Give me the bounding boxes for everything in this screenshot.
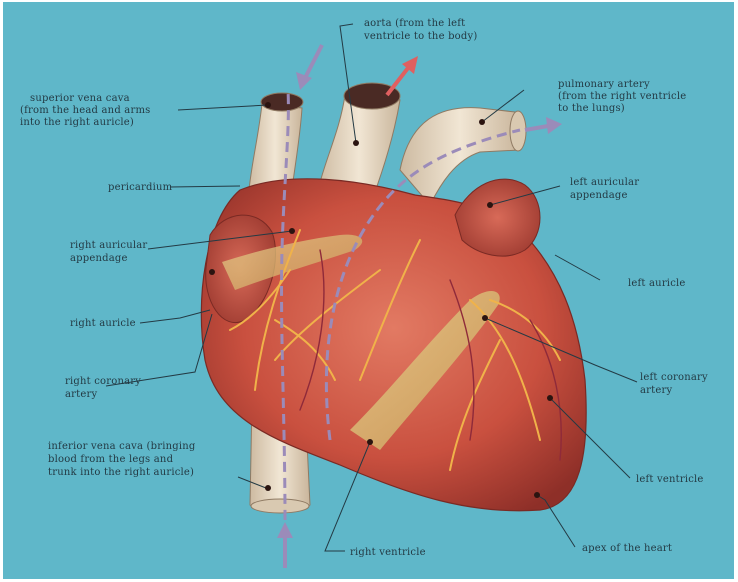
label-apex-line-1: apex of the heart (582, 543, 672, 554)
label-pulmonary-artery-line-2: (from the right ventricle (558, 91, 686, 102)
label-pulmonary-artery-line-3: to the lungs) (558, 103, 625, 114)
label-left-auricular-appendage: left auricular appendage (570, 177, 643, 201)
label-pulmonary-artery-line-1: pulmonary artery (558, 79, 650, 90)
label-right-auricular-appendage-line-2: appendage (70, 253, 128, 264)
pulmonary-outflow-arrow (525, 117, 562, 134)
aorta-outflow-arrow (387, 56, 418, 95)
label-inferior-vena-cava-line-1: inferior vena cava (bringing (48, 441, 196, 452)
label-right-auricular-appendage-line-1: right auricular (70, 240, 147, 251)
label-right-coronary-artery: right coronary artery (65, 376, 144, 400)
inferior-vena-cava-opening (251, 499, 309, 513)
label-left-ventricle-line-1: left ventricle (636, 474, 704, 485)
label-right-ventricle-line-1: right ventricle (350, 547, 426, 558)
label-pericardium: pericardium (108, 182, 173, 193)
label-inferior-vena-cava-line-3: trunk into the right auricle) (48, 467, 194, 478)
inferior-vena-cava-inflow-arrow (277, 522, 293, 568)
label-left-coronary-artery: left coronary artery (640, 372, 711, 396)
label-left-coronary-artery-line-2: artery (640, 385, 672, 396)
label-inferior-vena-cava: inferior vena cava (bringing blood from … (48, 441, 199, 478)
label-superior-vena-cava-line-2: (from the head and arms (20, 105, 150, 116)
label-superior-vena-cava: superior vena cava (from the head and ar… (20, 93, 154, 128)
label-left-coronary-artery-line-1: left coronary (640, 372, 708, 383)
label-aorta-line-2: ventricle to the body) (363, 31, 477, 42)
superior-vena-cava-opening (261, 93, 303, 111)
superior-vena-cava-inflow-arrow (296, 45, 322, 90)
label-left-auricle: left auricle (628, 278, 686, 289)
label-right-auricle: right auricle (70, 318, 136, 329)
label-inferior-vena-cava-line-2: blood from the legs and (48, 454, 174, 465)
left-auricular-appendage (455, 179, 540, 256)
label-left-auricle-line-1: left auricle (628, 278, 686, 289)
label-aorta: aorta (from the left ventricle to the bo… (363, 18, 477, 42)
label-apex: apex of the heart (582, 543, 672, 554)
label-right-ventricle: right ventricle (350, 547, 426, 558)
label-right-auricular-appendage: right auricular appendage (70, 240, 151, 264)
label-left-ventricle: left ventricle (636, 474, 704, 485)
label-superior-vena-cava-line-3: into the right auricle) (20, 117, 134, 128)
label-right-coronary-artery-line-1: right coronary (65, 376, 141, 387)
label-aorta-line-1: aorta (from the left (364, 18, 465, 29)
label-right-auricle-line-1: right auricle (70, 318, 136, 329)
label-right-coronary-artery-line-2: artery (65, 389, 97, 400)
label-pulmonary-artery: pulmonary artery (from the right ventric… (558, 79, 690, 114)
label-left-auricular-appendage-line-2: appendage (570, 190, 628, 201)
label-pericardium-line-1: pericardium (108, 182, 173, 193)
label-left-auricular-appendage-line-1: left auricular (570, 177, 639, 188)
label-superior-vena-cava-line-1: superior vena cava (30, 93, 130, 104)
